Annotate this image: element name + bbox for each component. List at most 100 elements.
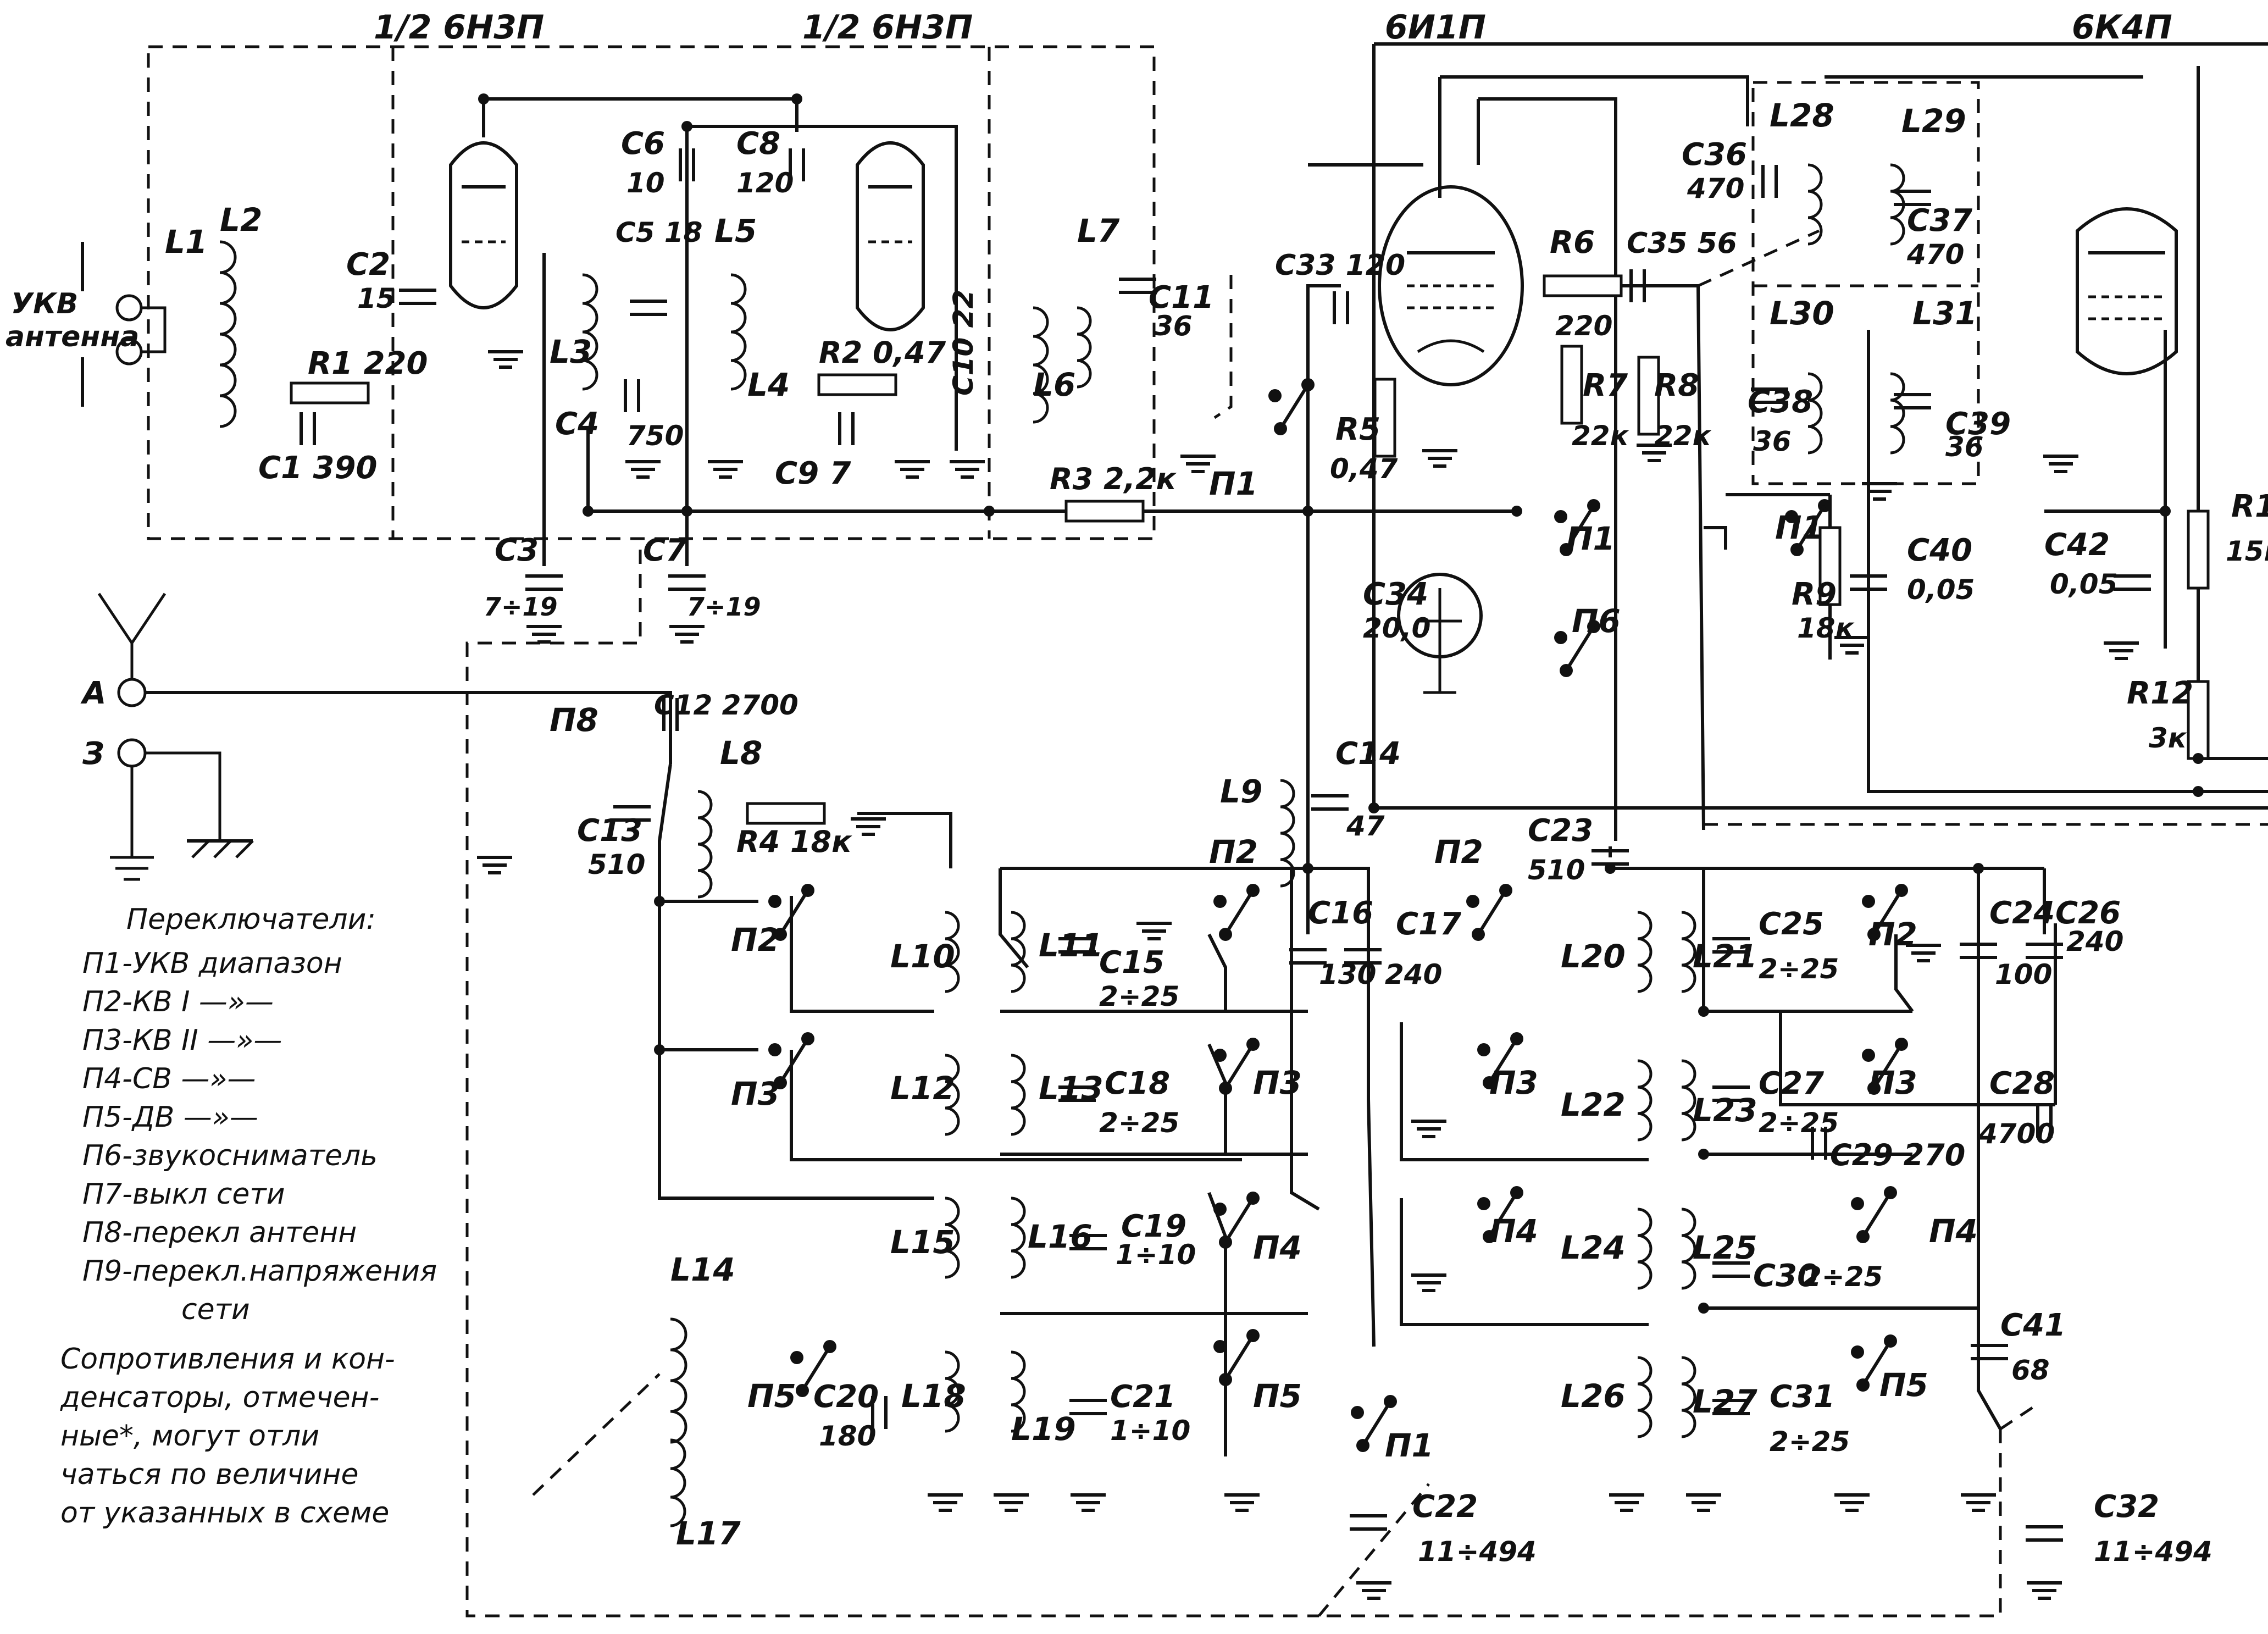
ukv-antenna-jack-1[interactable] [115, 294, 143, 322]
switch-contact [1862, 884, 1908, 941]
legend-item-p6: П6-звукосниматель [82, 1139, 378, 1172]
contact-dot [774, 928, 787, 941]
ukv-antenna-input: УКВ антенна [5, 242, 167, 407]
contact-dot [1851, 1197, 1864, 1210]
switch-contact [1785, 499, 1831, 556]
contact-dot [1219, 1373, 1232, 1386]
value-C14: 47 [1346, 810, 1385, 842]
value-C8: 120 [736, 167, 794, 199]
inductor-winding [945, 1054, 960, 1136]
capacitor-symbol [1894, 393, 1931, 409]
capacitor-symbol [630, 300, 667, 316]
label-C42: C42 [2044, 527, 2110, 563]
label-P2-d: П2 [1868, 916, 1917, 953]
inductor-winding [1681, 911, 1696, 993]
junction-dot [2193, 753, 2204, 764]
contact-dot [1554, 631, 1567, 644]
contact-dot [1867, 1082, 1881, 1095]
label-C3: C3 [495, 533, 539, 568]
switch-blade [1861, 1192, 1892, 1238]
junction-dot [1698, 1303, 1709, 1314]
antenna-a-jack[interactable] [117, 678, 147, 707]
label-C4: C4 [555, 406, 599, 442]
label-L20: L20 [1561, 938, 1626, 975]
label-P4-c: П4 [1929, 1212, 1978, 1250]
contact-dot [1477, 1043, 1490, 1056]
label-L25: L25 [1693, 1229, 1757, 1266]
label-L12: L12 [890, 1070, 955, 1107]
ground-symbol [1356, 1581, 1391, 1600]
ground-z-jack[interactable] [117, 738, 147, 768]
capacitor-symbol [399, 289, 436, 305]
junction-dot [681, 506, 692, 517]
jack-z-label: З [82, 736, 104, 772]
value-C19: 1÷10 [1116, 1239, 1196, 1271]
switch-contact [1554, 620, 1600, 677]
switch-blade [1565, 505, 1595, 551]
capacitor-symbol [1289, 948, 1327, 965]
value-C34: 20,0 [1363, 612, 1430, 644]
value-C41: 68 [2011, 1354, 2050, 1386]
switch-blade [1488, 1192, 1518, 1238]
inductor-winding [582, 273, 598, 391]
ground-symbol [477, 856, 512, 874]
legend-item-p5: П5-ДВ —»— [82, 1101, 258, 1134]
note-line-5: от указанных в схеме [60, 1497, 389, 1530]
label-P6: П6 [1572, 602, 1621, 640]
label-C26: C26 [2055, 895, 2121, 931]
switch-blade [1872, 1043, 1903, 1089]
tube-v3-label: 6И1П [1385, 8, 1486, 47]
label-L3: L3 [550, 333, 592, 370]
label-P2-b: П2 [1209, 833, 1258, 871]
value-C20: 180 [819, 1420, 876, 1452]
label-L5: L5 [714, 212, 757, 250]
capacitor-symbol [1629, 269, 1646, 302]
inductor-winding [1011, 1054, 1026, 1136]
note-line-2: денсаторы, отмечен- [60, 1381, 379, 1414]
inductor-winding [945, 911, 960, 993]
value-C39: 36 [1945, 431, 1984, 463]
ground-symbol [928, 1493, 963, 1512]
contact-dot [1862, 1049, 1875, 1062]
legend-item-p4: П4-СВ —»— [82, 1062, 256, 1095]
label-R2: R2 0,47 [819, 335, 946, 370]
legend-item-p1: П1-УКВ диапазон [82, 947, 342, 980]
label-C28: C28 [1989, 1066, 2055, 1101]
legend-title: Переключатели: [126, 903, 376, 936]
label-L17: L17 [676, 1515, 741, 1552]
label-C8: C8 [736, 126, 780, 162]
ground-symbol [1071, 1493, 1106, 1512]
inductor-winding [1637, 1059, 1653, 1142]
label-C23: C23 [1528, 813, 1593, 849]
label-R3: R3 2,2к [1050, 462, 1177, 496]
ground-symbol [1862, 482, 1897, 501]
label-L1: L1 [165, 223, 207, 261]
capacitor-symbol [1960, 943, 1997, 959]
label-P1-right: П1 [1775, 509, 1824, 546]
label-C5: C5 18 [615, 217, 702, 248]
junction-dot [1605, 863, 1616, 874]
tube-v2-label: 1/2 6Н3П [802, 8, 973, 47]
ground-symbol [1961, 1493, 1996, 1512]
value-C21: 1÷10 [1110, 1415, 1190, 1447]
capacitor-symbol [1119, 278, 1156, 294]
ground-symbol [1411, 1273, 1446, 1292]
value-C28: 4700 [1978, 1118, 2055, 1150]
inductors [219, 163, 1905, 1527]
contact-dot [774, 1076, 787, 1089]
label-P3-c: П3 [1489, 1064, 1538, 1101]
value-C37: 470 [1906, 239, 1964, 270]
label-L21: L21 [1693, 938, 1757, 975]
legend-item-p7: П7-выкл сети [82, 1178, 285, 1211]
capacitor-symbol [1712, 1085, 1750, 1102]
junction-dot [1973, 863, 1984, 874]
contact-dot [1856, 1378, 1870, 1392]
inductor-winding [1280, 779, 1295, 888]
capacitor-symbol [2114, 574, 2151, 591]
inductor-winding [1011, 911, 1026, 993]
contact-dot [1274, 422, 1287, 435]
capacitor-symbol [624, 379, 640, 412]
label-L7: L7 [1077, 212, 1120, 250]
switch-blade [1224, 1197, 1255, 1243]
note-line-4: чаться по величине [60, 1458, 358, 1491]
